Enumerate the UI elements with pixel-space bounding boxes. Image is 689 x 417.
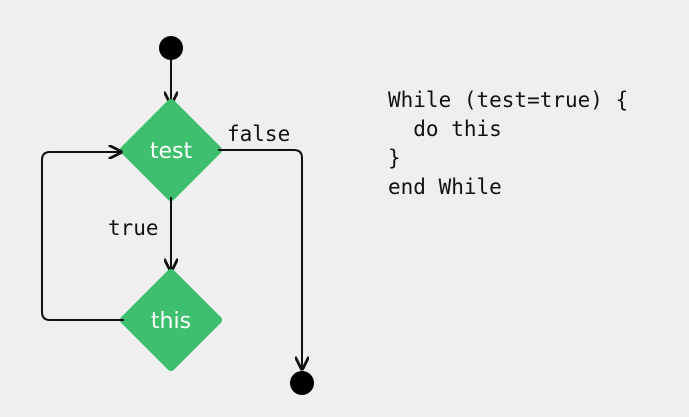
true-edge-label: true (108, 216, 159, 240)
code-line: } (388, 146, 401, 170)
false-branch-arrow (218, 149, 302, 369)
this-action-node: this (120, 269, 222, 371)
while-loop-code: While (test=true) { do this} end While (388, 86, 628, 202)
this-node-label: this (151, 309, 191, 334)
start-node (159, 36, 183, 60)
code-line: end While (388, 175, 502, 199)
false-edge-label: false (227, 122, 290, 146)
loop-back-arrow (41, 152, 124, 321)
this-diamond-shape (120, 269, 222, 371)
test-node-label: test (150, 139, 193, 164)
code-line: While (test=true) { (388, 88, 629, 112)
end-node (290, 371, 314, 395)
test-decision-node: test (120, 99, 222, 201)
code-line: do this (388, 117, 502, 141)
